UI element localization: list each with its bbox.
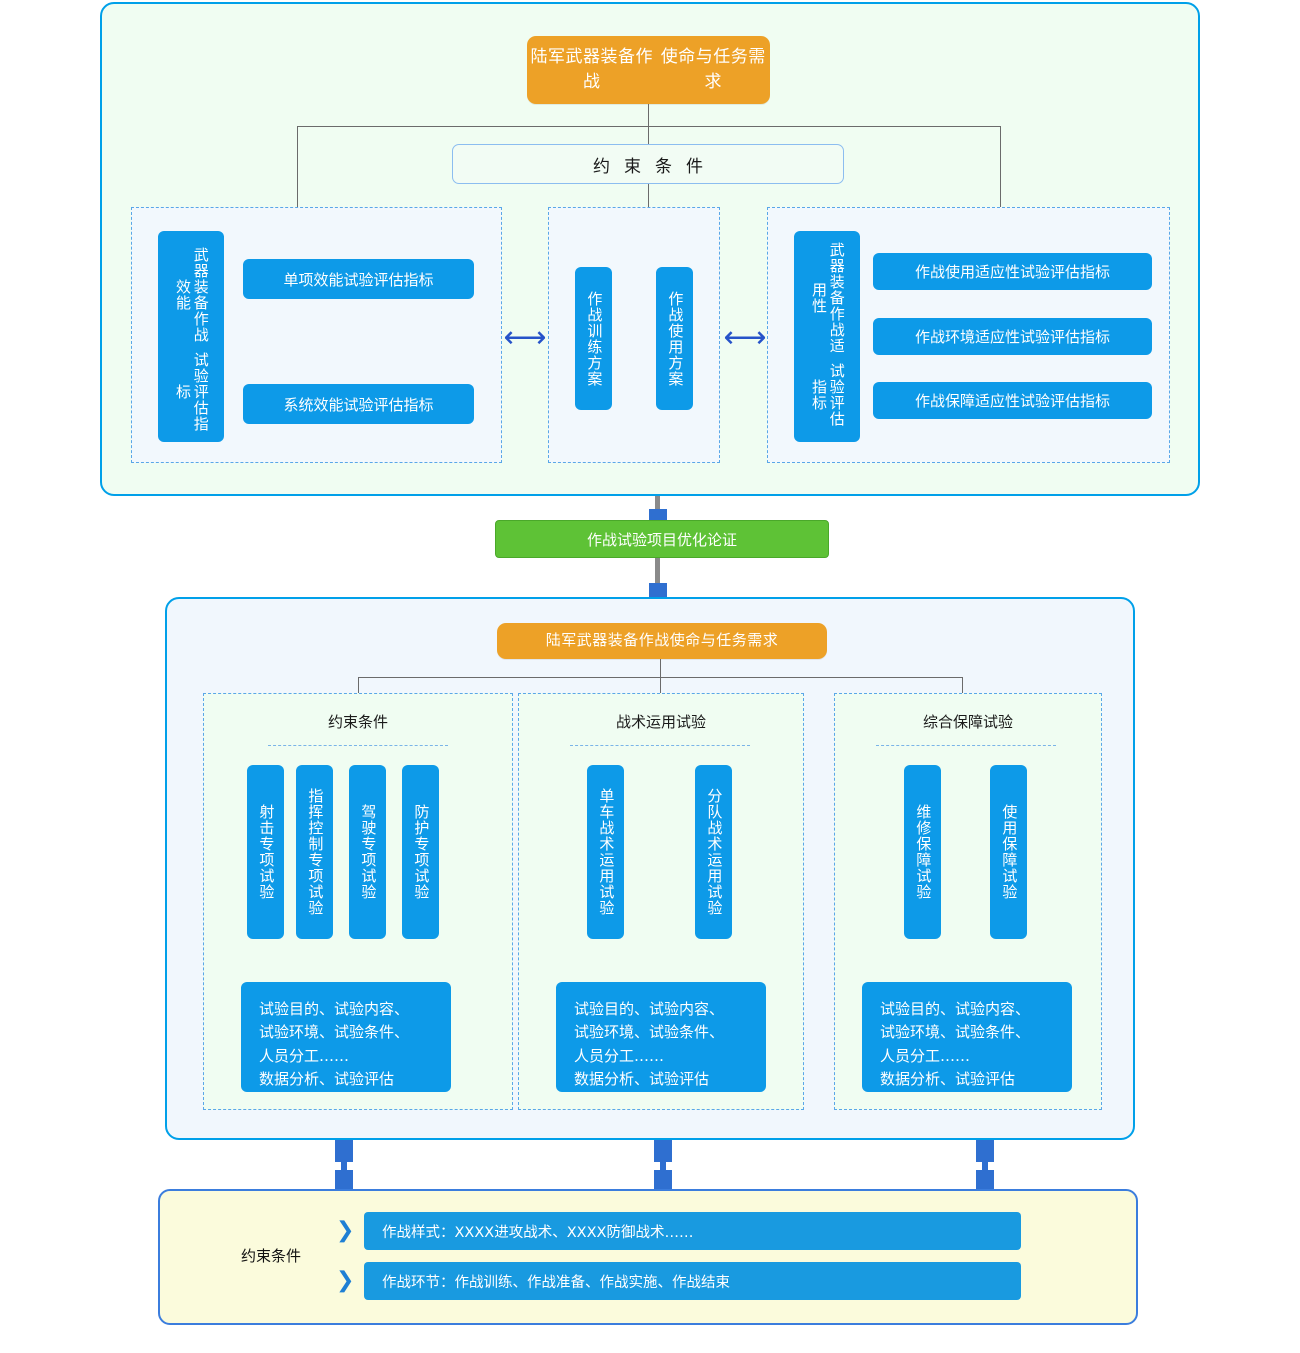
p2-drop-right: [962, 677, 963, 695]
group-a-summary-line1: 试验目的、试验内容、: [259, 1000, 410, 1018]
connector-bus-left-drop: [297, 126, 298, 208]
test-unit-tactics[interactable]: 分队战术运用试验: [695, 765, 732, 939]
second-requirement-chip[interactable]: 陆军武器装备作战使命与任务需求: [497, 623, 827, 659]
vlabel-right-col-b: 试验评估指标: [810, 363, 846, 427]
label-weapon-combat-suitability-index: 武器装备作战适用性试验评估指标: [794, 231, 860, 442]
test-command-control-special[interactable]: 指挥控制专项试验: [296, 765, 333, 939]
vlabel-right-col-a: 武器装备作战适用性: [810, 241, 846, 354]
group-a-title: 约束条件: [327, 713, 388, 731]
bidirectional-arrow-left-icon: ⟷: [503, 320, 547, 355]
vlabel-left-col-b: 试验评估指标: [174, 352, 210, 433]
bidirectional-arrow-right-icon: ⟷: [723, 320, 767, 355]
group-b-summary: 试验目的、试验内容、 试验环境、试验条件、 人员分工…… 数据分析、试验评估: [556, 982, 766, 1092]
group-c-title: 综合保障试验: [922, 713, 1013, 731]
constraint-condition-bar: 约束条件: [452, 144, 844, 184]
group-a-summary-line2: 试验环境、试验条件、: [259, 1023, 410, 1042]
test-driving-special[interactable]: 驾驶专项试验: [349, 765, 386, 939]
p2-connector-root-down: [660, 659, 661, 677]
connector-bus-center-drop: [648, 126, 649, 144]
group-c-summary-line4: 数据分析、试验评估: [880, 1069, 1016, 1088]
panel-constraint-conditions: [158, 1189, 1138, 1325]
plan-combat-training[interactable]: 作战训练方案: [575, 267, 612, 410]
group-b-summary-line2: 试验环境、试验条件、: [574, 1023, 725, 1042]
index-system-effectiveness[interactable]: 系统效能试验评估指标: [243, 384, 474, 424]
p2-drop-left: [358, 677, 359, 695]
chevron-right-icon-row1: ❯: [336, 1218, 355, 1243]
index-combat-environment-adaptability[interactable]: 作战环境适应性试验评估指标: [873, 318, 1152, 355]
connector-to-panel2: [655, 558, 660, 600]
optimization-chip[interactable]: 作战试验项目优化论证: [495, 520, 829, 558]
root-requirement-line1: 陆军武器装备作战: [530, 47, 654, 92]
index-combat-use-adaptability[interactable]: 作战使用适应性试验评估指标: [873, 253, 1152, 290]
chain-connector-center: [654, 1140, 672, 1190]
label-weapon-combat-effectiveness-index: 武器装备作战效能试验评估指标: [158, 231, 224, 442]
chain-connector-right: [976, 1140, 994, 1190]
group-a-summary: 试验目的、试验内容、 试验环境、试验条件、 人员分工…… 数据分析、试验评估: [241, 982, 451, 1092]
connector-bus-right-drop: [1000, 126, 1001, 208]
root-requirement-chip[interactable]: 陆军武器装备作战 使命与任务需求: [527, 36, 770, 104]
test-protection-special[interactable]: 防护专项试验: [402, 765, 439, 939]
group-c-summary-line3: 人员分工……: [880, 1046, 971, 1065]
test-maintenance-support[interactable]: 维修保障试验: [904, 765, 941, 939]
group-a-summary-line3: 人员分工……: [259, 1046, 350, 1065]
test-single-vehicle-tactics[interactable]: 单车战术运用试验: [587, 765, 624, 939]
group-a-rule: [268, 745, 448, 746]
group-c-summary-line1: 试验目的、试验内容、: [880, 1000, 1031, 1018]
connector-constraint-down: [648, 184, 649, 208]
p2-drop-center: [660, 677, 661, 695]
chain-connector-left: [335, 1140, 353, 1190]
group-c-rule: [876, 745, 1056, 746]
connector-knob-lower: [649, 583, 667, 601]
test-use-support[interactable]: 使用保障试验: [990, 765, 1027, 939]
group-b-rule: [570, 745, 750, 746]
group-b-summary-line4: 数据分析、试验评估: [574, 1069, 710, 1088]
index-single-effectiveness[interactable]: 单项效能试验评估指标: [243, 259, 474, 299]
panel3-label: 约束条件: [240, 1247, 301, 1265]
connector-bus-horizontal: [297, 126, 1001, 127]
constraint-row-combat-style[interactable]: 作战样式：XXXX进攻战术、XXXX防御战术……: [364, 1212, 1021, 1250]
index-combat-support-adaptability[interactable]: 作战保障适应性试验评估指标: [873, 382, 1152, 419]
group-c-summary-line2: 试验环境、试验条件、: [880, 1023, 1031, 1042]
constraint-row-combat-phase[interactable]: 作战环节：作战训练、作战准备、作战实施、作战结束: [364, 1262, 1021, 1300]
group-operation-plans: [548, 207, 720, 463]
group-a-summary-line4: 数据分析、试验评估: [259, 1069, 395, 1088]
chevron-right-icon-row2: ❯: [336, 1268, 355, 1293]
group-b-title: 战术运用试验: [615, 713, 706, 731]
group-b-summary-line1: 试验目的、试验内容、: [574, 1000, 725, 1018]
connector-root-down: [648, 104, 649, 126]
group-c-summary: 试验目的、试验内容、 试验环境、试验条件、 人员分工…… 数据分析、试验评估: [862, 982, 1072, 1092]
group-b-summary-line3: 人员分工……: [574, 1046, 665, 1065]
vlabel-left-col-a: 武器装备作战效能: [174, 246, 210, 343]
test-shooting-special[interactable]: 射击专项试验: [247, 765, 284, 939]
plan-combat-use[interactable]: 作战使用方案: [656, 267, 693, 410]
root-requirement-line2: 使命与任务需求: [660, 47, 766, 92]
